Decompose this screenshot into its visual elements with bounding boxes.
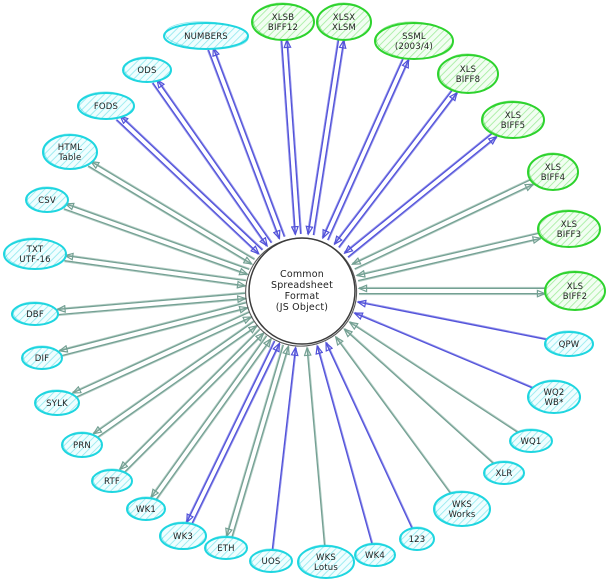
node-numbers: NUMBERS <box>163 21 249 50</box>
node-label: DBF <box>26 310 44 320</box>
edge-wq2-wb <box>355 311 534 389</box>
node-wk3: WK3 <box>159 521 207 550</box>
edge-xls-biff8 <box>333 88 459 249</box>
edge-123 <box>326 342 414 529</box>
edge-xlsx-xlsm <box>307 39 345 235</box>
node-label: ETH <box>217 544 235 554</box>
node-label: WK3 <box>173 532 193 542</box>
node-label: NUMBERS <box>184 32 228 42</box>
edge-sylk <box>72 310 251 400</box>
node-label: ODS <box>137 66 156 76</box>
node-qpw: QPW <box>544 330 594 357</box>
edge-qpw <box>358 301 547 341</box>
edge-csv <box>63 202 250 276</box>
edge-wks-lotus <box>307 348 327 547</box>
edge-wks-works <box>336 336 452 494</box>
node-label: FODS <box>94 102 118 112</box>
node-prn: PRN <box>61 431 103 458</box>
edge-dbf <box>57 291 245 317</box>
node-label: SYLK <box>46 399 68 409</box>
node-ssml-2003-4: SSML(2003/4) <box>374 21 454 60</box>
node-label: WK4 <box>365 551 385 561</box>
edge-ods <box>151 79 273 246</box>
edge-xls-biff3 <box>357 231 541 283</box>
edge-wk4 <box>317 346 374 545</box>
edge-prn <box>93 320 257 440</box>
node-label: UOS <box>262 557 281 567</box>
edge-fods <box>115 114 264 255</box>
node-label: CSV <box>38 196 56 206</box>
node-label: RTF <box>104 477 120 487</box>
edge-xls-biff2 <box>359 287 545 294</box>
edges-layer <box>57 39 547 551</box>
edge-rtf <box>119 328 264 475</box>
node-label: QPW <box>559 340 580 350</box>
edge-txt-utf-16 <box>64 255 246 287</box>
node-xlr: XLR <box>483 460 525 485</box>
node-dbf: DBF <box>11 301 59 326</box>
node-label: WQ1 <box>520 437 541 447</box>
node-label: 123 <box>409 535 426 545</box>
node-label: WK1 <box>136 505 156 515</box>
edge-ssml-2003-4 <box>321 56 410 241</box>
edge-html-table <box>87 160 256 266</box>
edge-xls-biff5 <box>344 131 497 259</box>
node-label: SSML(2003/4) <box>395 32 433 52</box>
node-ods: ODS <box>122 56 172 83</box>
node-wk4: WK4 <box>354 542 396 567</box>
edge-uos <box>271 348 296 551</box>
node-dif: DIF <box>21 345 63 370</box>
edge-dif <box>59 301 247 358</box>
node-label: PRN <box>73 441 91 451</box>
edge-wq1 <box>350 320 519 433</box>
node-eth: ETH <box>204 535 248 560</box>
edge-xlr <box>344 328 495 465</box>
edge-wk3 <box>185 340 281 526</box>
edge-xls-biff4 <box>352 178 534 271</box>
node-wq1: WQ1 <box>509 428 553 453</box>
node-fods: FODS <box>77 91 135 120</box>
node-label: XLR <box>495 469 512 479</box>
edge-eth <box>226 344 290 539</box>
edge-wk1 <box>149 334 273 502</box>
edge-numbers <box>207 48 286 239</box>
node-wk1: WK1 <box>126 496 166 521</box>
node-sylk: SYLK <box>34 389 80 416</box>
node-csv: CSV <box>25 186 69 213</box>
edge-xlsb-biff12 <box>280 40 303 235</box>
node-label: DIF <box>35 354 50 364</box>
node-123: 123 <box>399 526 435 551</box>
node-rtf: RTF <box>91 468 133 493</box>
node-uos: UOS <box>249 548 293 573</box>
